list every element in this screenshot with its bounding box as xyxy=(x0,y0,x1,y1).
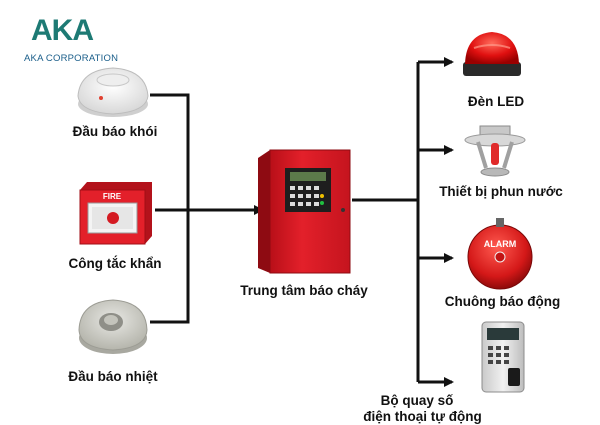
led-light-icon xyxy=(463,32,521,76)
auto-dialer-label-line1: Bộ quay số xyxy=(380,393,454,408)
manual-switch-label: Công tắc khẩn xyxy=(68,256,162,271)
control-panel-icon xyxy=(258,149,351,274)
manual-call-point-icon xyxy=(79,182,152,245)
alarm-bell-icon xyxy=(467,218,533,290)
control-panel-label: Trung tâm báo cháy xyxy=(240,283,368,298)
auto-dialer-icon xyxy=(481,321,525,393)
alarm-bell-text: ALARM xyxy=(484,239,517,249)
heat-detector-label: Đầu báo nhiệt xyxy=(68,369,158,384)
smoke-detector-label: Đầu báo khói xyxy=(72,124,158,139)
brand-subtitle: AKA CORPORATION xyxy=(24,53,119,64)
auto-dialer-label-line2: điện thoại tự động xyxy=(363,409,482,424)
smoke-detector-icon xyxy=(77,67,149,117)
input-connector-lines xyxy=(150,93,264,324)
brand-logo: AKA xyxy=(31,14,94,47)
heat-detector-icon xyxy=(78,299,148,354)
alarm-bell-label: Chuông báo động xyxy=(444,294,561,309)
sprinkler-label: Thiết bị phun nước xyxy=(439,184,563,199)
sprinkler-icon xyxy=(464,125,526,177)
led-light-label: Đèn LED xyxy=(467,94,525,109)
fire-switch-text: FIRE xyxy=(103,192,122,201)
output-connector-lines xyxy=(352,57,454,387)
